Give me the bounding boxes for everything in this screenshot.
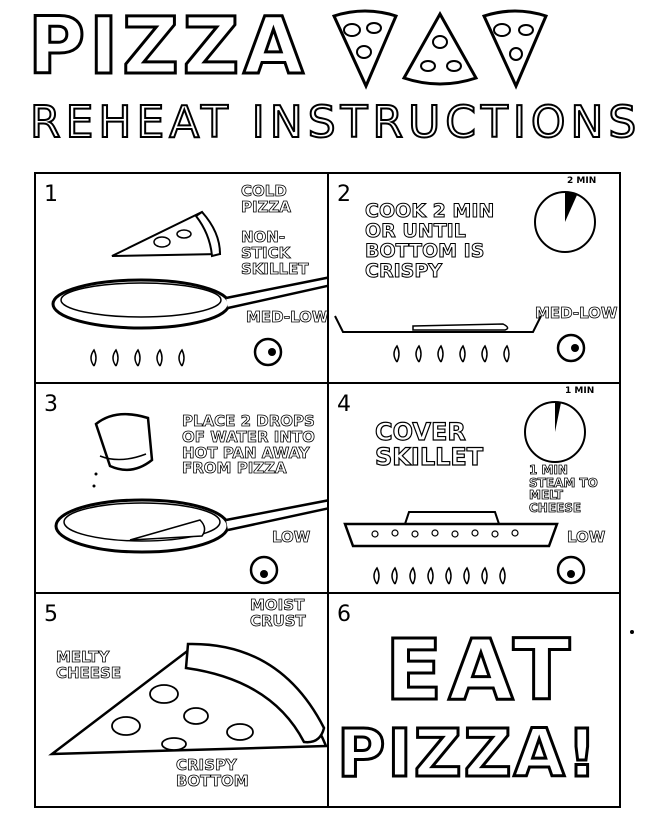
timer-clock-icon bbox=[534, 191, 596, 253]
flame-icon bbox=[393, 344, 510, 363]
water-cup-icon bbox=[92, 412, 154, 488]
pizza-slice-icon bbox=[481, 9, 549, 90]
skillet-icon bbox=[51, 276, 327, 330]
step-5-panel: 5 MOIST CRUST MELTY CHEESE CRISPY BOTTOM bbox=[34, 592, 329, 808]
stove-knob-icon bbox=[253, 337, 283, 367]
step-number: 1 bbox=[44, 182, 58, 207]
instruction-grid: 1 COLD PIZZA NON-STICK SKILLET MED-LOW bbox=[34, 172, 621, 808]
covered-skillet-icon bbox=[343, 511, 559, 548]
heat-label: LOW bbox=[567, 528, 606, 546]
timer-clock-icon bbox=[524, 401, 586, 463]
cold-pizza-slice-icon bbox=[111, 210, 222, 258]
steam-note: 1 MIN STEAM TO MELT CHEESE bbox=[529, 463, 599, 515]
timer-label: 2 MIN bbox=[567, 176, 597, 186]
timer-label: 1 MIN bbox=[565, 386, 595, 396]
step-3-panel: 3 PLACE 2 DROPS OF WATER INTO HOT PAN AW… bbox=[34, 382, 329, 594]
step-4-panel: 4 COVER SKILLET 1 MIN 1 MIN STEAM TO MEL… bbox=[327, 382, 621, 594]
page-subtitle: REHEAT INSTRUCTIONS bbox=[29, 97, 642, 149]
melty-cheese-label: MELTY CHEESE bbox=[56, 648, 122, 682]
heat-label: MED-LOW bbox=[535, 304, 618, 322]
stove-knob-icon bbox=[556, 555, 586, 585]
flame-icon bbox=[90, 348, 185, 367]
crispy-bottom-label: CRISPY BOTTOM bbox=[176, 756, 249, 790]
step-3-instruction: PLACE 2 DROPS OF WATER INTO HOT PAN AWAY… bbox=[182, 412, 316, 478]
page-title: PIZZA bbox=[27, 1, 308, 94]
heat-label: LOW bbox=[272, 528, 311, 546]
step-number: 5 bbox=[44, 602, 58, 627]
pizza-heading: PIZZA! bbox=[336, 714, 599, 794]
stove-knob-icon bbox=[556, 333, 586, 363]
pizza-slice-icon bbox=[331, 9, 399, 90]
step-2-instruction: COOK 2 MIN OR UNTIL BOTTOM IS CRISPY bbox=[365, 200, 495, 282]
ink-dot bbox=[630, 630, 634, 634]
pizza-slice-closeup-icon bbox=[48, 642, 327, 756]
heat-label: MED-LOW bbox=[246, 308, 329, 326]
moist-crust-label: MOIST CRUST bbox=[250, 596, 307, 630]
step-number: 2 bbox=[337, 182, 351, 207]
eat-heading: EAT bbox=[383, 621, 577, 719]
step-2-panel: 2 COOK 2 MIN OR UNTIL BOTTOM IS CRISPY 2… bbox=[327, 172, 621, 384]
step-number: 4 bbox=[337, 392, 351, 417]
cold-pizza-label: COLD PIZZA bbox=[241, 182, 292, 216]
step-number: 6 bbox=[337, 602, 351, 627]
step-6-panel: 6 EAT PIZZA! bbox=[327, 592, 621, 808]
skillet-label: NON-STICK SKILLET bbox=[241, 228, 309, 278]
flame-icon bbox=[373, 566, 506, 585]
pizza-slice-icon bbox=[401, 10, 479, 86]
step-number: 3 bbox=[44, 392, 58, 417]
stove-knob-icon bbox=[249, 555, 279, 585]
skillet-side-icon bbox=[334, 315, 542, 333]
skillet-icon bbox=[54, 498, 327, 554]
step-1-panel: 1 COLD PIZZA NON-STICK SKILLET MED-LOW bbox=[34, 172, 329, 384]
step-4-instruction: COVER SKILLET bbox=[374, 418, 484, 472]
